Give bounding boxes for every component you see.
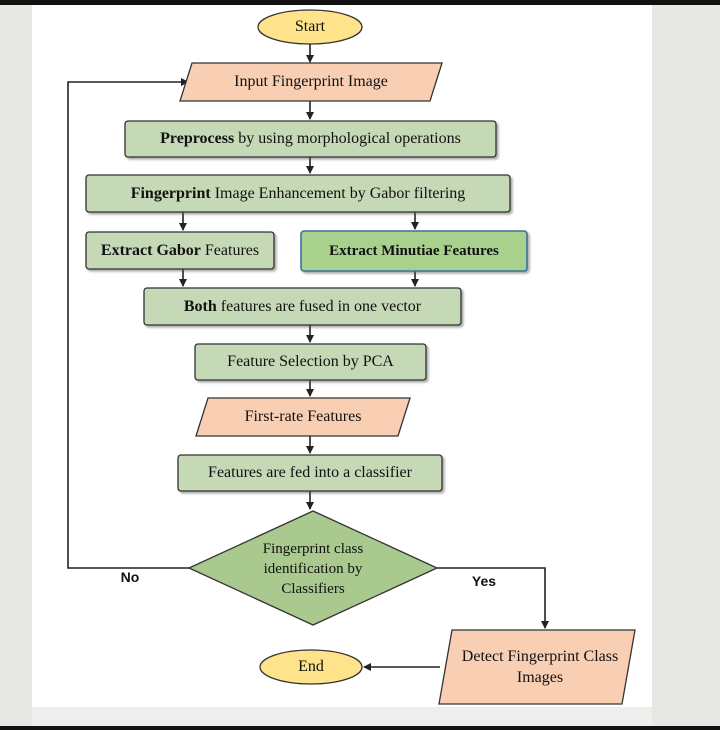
yes-branch-label: Yes — [471, 573, 497, 589]
fusion-box — [143, 287, 462, 326]
preprocess-label: Preprocess by using morphological operat… — [125, 121, 496, 157]
input-image-io — [179, 62, 443, 102]
preprocess-label-bold: Preprocess — [160, 130, 235, 147]
connectors — [67, 43, 549, 671]
enhancement-label: Fingerprint Image Enhancement by Gabor f… — [86, 175, 510, 212]
extract-gabor-label-bold: Extract Gabor — [100, 241, 201, 259]
right-margin — [652, 5, 720, 726]
preprocess-box — [124, 120, 497, 158]
extract-gabor-box — [85, 231, 275, 270]
start-terminal — [257, 9, 363, 45]
extract-minutiae-box — [300, 230, 528, 272]
end-label: End — [298, 658, 324, 675]
fusion-label-bold: Both — [183, 297, 217, 315]
left-margin — [0, 5, 32, 726]
end-terminal — [259, 649, 363, 685]
arrow-no-loop — [67, 78, 190, 569]
detect-label: Detect Fingerprint Class Images — [461, 648, 619, 686]
extract-gabor-label-rest: Features — [200, 241, 260, 259]
start-label: Start — [294, 18, 326, 35]
first-rate-label: First-rate Features — [244, 408, 362, 425]
fusion-label: Both features are fused in one vector — [144, 288, 461, 325]
extract-gabor-label: Extract Gabor Features — [86, 232, 274, 269]
feature-selection-box — [194, 343, 427, 381]
arrow-yes-to-detect — [437, 567, 549, 629]
decision-diamond — [187, 510, 439, 626]
no-branch-label: No — [120, 569, 140, 585]
top-frame-bar — [0, 0, 720, 5]
fusion-label-rest: features are fused in one vector — [216, 297, 422, 315]
input-image-label: Input Fingerprint Image — [234, 73, 388, 90]
classifier-label: Features are fed into a classifier — [208, 464, 412, 481]
decision-label: Fingerprint class identification by Clas… — [262, 541, 364, 597]
enhancement-box — [85, 174, 511, 213]
bottom-frame-bar — [0, 726, 720, 730]
classifier-box — [177, 454, 443, 492]
enhancement-label-rest: Image Enhancement by Gabor filtering — [210, 184, 466, 202]
detect-io — [438, 629, 636, 705]
first-rate-io — [195, 397, 411, 437]
feature-selection-label: Feature Selection by PCA — [227, 353, 394, 370]
enhancement-label-bold: Fingerprint — [130, 184, 211, 202]
extract-minutiae-label: Extract Minutiae Features — [329, 243, 499, 259]
preprocess-label-rest: by using morphological operations — [234, 130, 461, 147]
